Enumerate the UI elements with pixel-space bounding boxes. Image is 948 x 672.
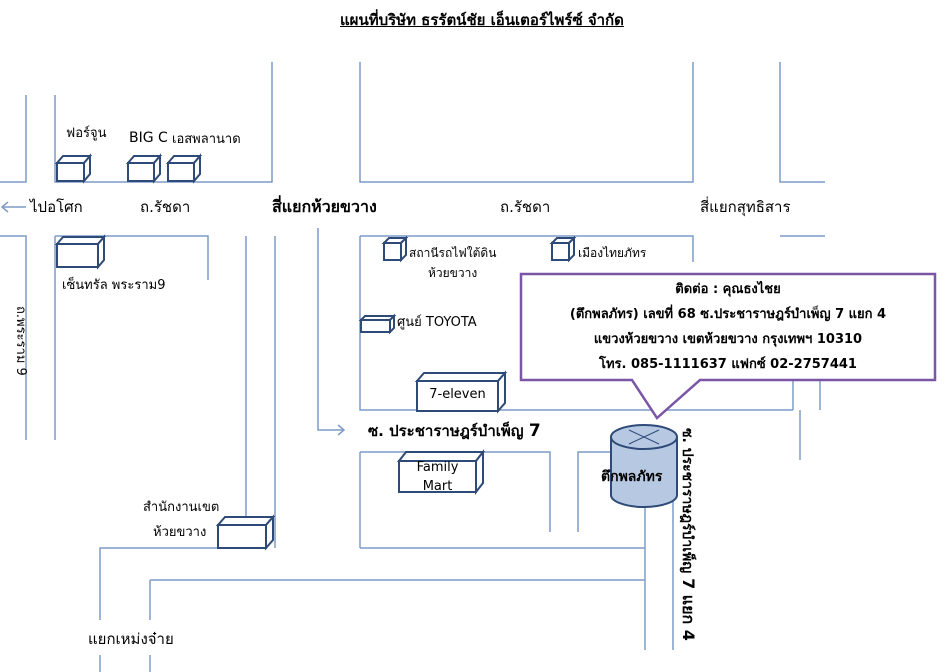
huai-khwang-intersection-label: สี่แยกห้วยขวาง: [272, 197, 377, 216]
soi-pracharat-label: ซ. ประชาราษฎร์บำเพ็ญ 7: [368, 421, 541, 441]
mrt-label-line1: สถานีรถไฟใต้ดิน: [409, 246, 497, 260]
suthisan-intersection-label: สี่แยกสุทธิสาร: [700, 198, 791, 216]
road-lines: [0, 62, 825, 672]
road-edge: [779, 62, 825, 183]
mueang-thai-label: เมืองไทยภัทร: [578, 246, 647, 260]
mueang-thai-building-icon: [549, 235, 577, 263]
mrt-label-line2: ห้วยขวาง: [428, 266, 478, 280]
seven-eleven-label: 7-eleven: [429, 387, 486, 402]
phonlaphat-label: ตึกพลภัทร: [601, 469, 663, 485]
soi-pracharat-number: 7: [528, 421, 541, 441]
district-office-label-line1: สำนักงานเขต: [143, 500, 220, 515]
toyota-label: ศูนย์ TOYOTA: [397, 315, 477, 330]
arrow-left-icon: [0, 201, 26, 213]
page-title: แผนที่บริษัท ธรรัตน์ชัย เอ็นเตอร์ไพร์ซ์ …: [340, 11, 624, 29]
family-mart-label-line1: Family: [416, 460, 459, 475]
esplanade-building-icon: [165, 153, 203, 184]
family-mart-building-icon: [396, 449, 486, 495]
building-boxes: [54, 153, 577, 551]
fortune-building-icon: [54, 153, 93, 184]
ratchada-left-label: ถ.รัชดา: [140, 198, 191, 216]
big-c-building-icon: [125, 153, 163, 184]
contact-line3: แขวงห้วยขวาง เขตห้วยขวาง กรุงเทพฯ 10310: [593, 332, 863, 347]
big-c-label: BIG C: [129, 130, 168, 146]
road-edge: [360, 235, 694, 262]
road-edge: [359, 62, 694, 183]
rama9-road-label: ถ.พระราม 9: [13, 306, 28, 376]
central-rama9-building-icon: [54, 234, 107, 270]
contact-line4: โทร. 085-1111637 แฟกซ์ 02-2757441: [599, 357, 857, 372]
ratchada-right-label: ถ.รัชดา: [500, 198, 551, 216]
contact-line1: ติดต่อ : คุณธงไชย: [675, 282, 781, 297]
toyota-building-icon: [358, 313, 397, 335]
central-rama9-label: เซ็นทรัล พระราม9: [62, 278, 166, 293]
mrt-station-icon: [381, 235, 409, 263]
road-edge: [0, 95, 27, 183]
district-office-label-line2: ห้วยขวาง: [153, 525, 207, 540]
fortune-label: ฟอร์จูน: [66, 126, 107, 141]
meng-jai-intersection-label: แยกเหม่งจ๋าย: [88, 630, 174, 648]
soi-vertical-text: ซ. ประชาราษฎร์บำเพ็ญ: [679, 428, 695, 574]
road-edge: [99, 236, 247, 620]
family-mart-label-line2: Mart: [422, 479, 453, 494]
contact-callout: ติดต่อ : คุณธงไชย (ตึกพลภัทร) เลขที่ 68 …: [521, 274, 935, 378]
phonlaphat-cylinder-icon: [610, 424, 678, 508]
district-office-building-icon: [215, 514, 276, 551]
road-edge: [0, 235, 27, 440]
to-pho-khok-label: ไปอโศก: [30, 198, 83, 216]
road-edge: [54, 62, 273, 183]
soi-pracharat-prefix: ซ. ประชาราษฎร์บำเพ็ญ: [368, 422, 524, 440]
soi-vertical-tail: 7 แยก 4: [679, 578, 698, 641]
seven-eleven-building-icon: [414, 370, 508, 414]
soi-vertical-label: ซ. ประชาราษฎร์บำเพ็ญ 7 แยก 4: [675, 428, 700, 641]
road-edge: [359, 236, 793, 411]
contact-line2: (ตึกพลภัทร) เลขที่ 68 ซ.ประชาราษฎร์บำเพ็…: [569, 307, 887, 322]
contact-callout-shape: [519, 272, 937, 420]
arrow-right-icon: [317, 228, 346, 436]
esplanade-label: เอสพลานาด: [172, 132, 241, 147]
